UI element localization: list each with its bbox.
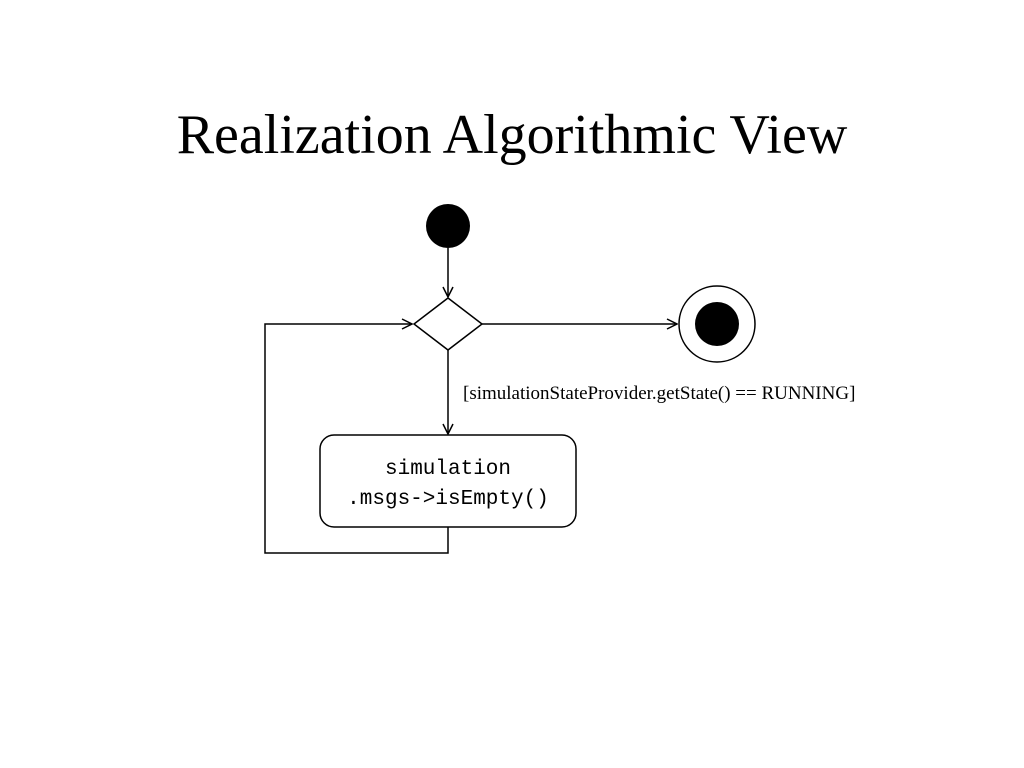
action-line-1: simulation <box>385 458 511 481</box>
slide-title: Realization Algorithmic View <box>176 104 848 166</box>
action-node: simulation .msgs->isEmpty() <box>319 434 577 528</box>
guard-label: [simulationStateProvider.getState() == R… <box>463 383 855 404</box>
initial-node <box>426 204 470 248</box>
edge-loop-action-to-decision <box>264 324 449 554</box>
decision-node <box>412 297 484 351</box>
action-line-2: .msgs->isEmpty() <box>347 488 549 511</box>
final-node <box>678 285 756 363</box>
